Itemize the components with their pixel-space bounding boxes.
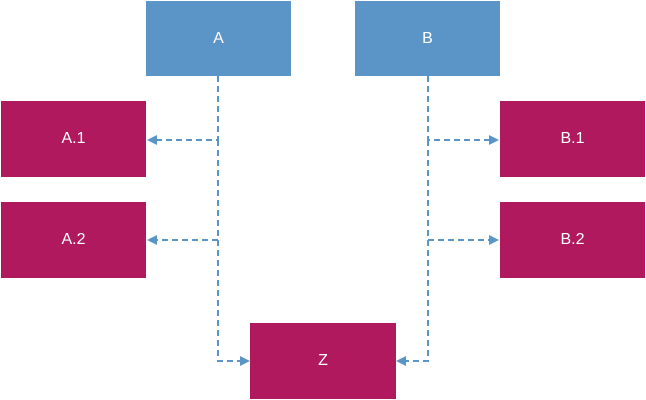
node-b-label: B	[422, 29, 433, 47]
arrowhead-z-right	[396, 356, 406, 366]
node-b1[interactable]: B.1	[500, 101, 645, 177]
edge-b-b1	[427, 76, 490, 141]
arrowhead-a1	[147, 135, 157, 145]
arrowhead-z-left	[240, 356, 250, 366]
node-a[interactable]: A	[146, 1, 291, 76]
node-z-label: Z	[318, 352, 328, 369]
arrowhead-a2	[147, 235, 157, 245]
arrowhead-b1	[489, 135, 499, 145]
node-a2-label: A.2	[61, 231, 86, 248]
node-a-label: A	[213, 29, 224, 47]
node-b[interactable]: B	[355, 1, 500, 76]
node-b1-label: B.1	[560, 130, 585, 147]
arrowhead-b2	[489, 235, 499, 245]
edge-a-a1	[156, 76, 219, 141]
edge-a-z	[217, 240, 240, 362]
node-a1[interactable]: A.1	[1, 101, 146, 177]
node-b2[interactable]: B.2	[500, 202, 645, 278]
edge-a-a2	[156, 140, 219, 241]
edge-b-b2	[427, 140, 490, 241]
edge-b-z	[406, 240, 429, 362]
node-b2-label: B.2	[560, 231, 585, 248]
node-z[interactable]: Z	[250, 323, 396, 399]
node-a2[interactable]: A.2	[1, 202, 146, 278]
node-a1-label: A.1	[61, 130, 86, 147]
